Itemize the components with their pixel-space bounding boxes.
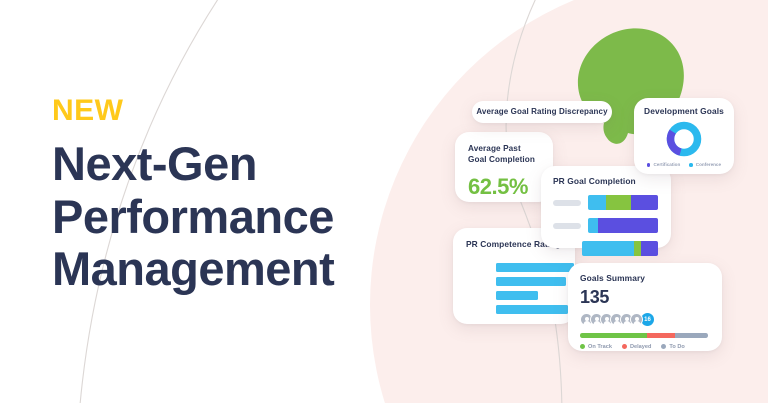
legend-label-to-do: To Do bbox=[669, 343, 685, 350]
stacked-bar-3 bbox=[582, 241, 658, 257]
hero-text-block: NEW Next-Gen Performance Management bbox=[52, 96, 452, 296]
card-title-goals-summary: Goals Summary bbox=[580, 273, 646, 283]
bar-chart-pr-competence bbox=[466, 263, 575, 315]
legend-label-delayed: Delayed bbox=[629, 343, 652, 350]
avatar bbox=[630, 313, 643, 327]
competence-bar-1 bbox=[496, 263, 574, 273]
competence-bar-4 bbox=[496, 305, 568, 315]
legend-dot-to-do bbox=[661, 344, 667, 350]
bar-segment-purple bbox=[597, 218, 658, 234]
bar-segment-cyan bbox=[588, 218, 598, 234]
card-title-average-past-line-1: Average Past bbox=[468, 144, 521, 153]
card-average-goal-rating-discrepancy[interactable]: Average Goal Rating Discrepancy bbox=[472, 101, 612, 123]
headline-line-1: Next-Gen bbox=[52, 137, 257, 190]
bar-segment-purple bbox=[631, 195, 658, 211]
legend-item-conference: Conference bbox=[689, 162, 721, 167]
metric-goals-count: 135 bbox=[580, 287, 610, 308]
donut-segment-certification bbox=[666, 122, 702, 157]
card-pr-goal-completion[interactable]: PR Goal Completion bbox=[541, 166, 671, 257]
legend-development-goals: Certification Conference bbox=[642, 162, 726, 167]
legend-label-conference: Conference bbox=[695, 162, 722, 168]
legend-item-delayed: Delayed bbox=[621, 343, 652, 350]
card-title-development-goals: Development Goals bbox=[644, 106, 724, 116]
headline-line-3: Management bbox=[52, 242, 335, 296]
legend-dot-delayed bbox=[621, 344, 627, 350]
card-title-average-past-line-2: Goal Completion bbox=[468, 155, 535, 165]
card-goals-summary[interactable]: Goals Summary 135 16 On Track Delayed bbox=[568, 263, 722, 351]
progress-segment-on-track bbox=[580, 333, 647, 338]
progress-segment-delayed bbox=[646, 333, 675, 338]
competence-bar-3 bbox=[496, 291, 538, 301]
stacked-bar-row-3 bbox=[553, 241, 671, 257]
card-title-pr-competence-ratings: PR Competence Ratings bbox=[466, 239, 566, 249]
new-badge: NEW bbox=[52, 94, 124, 127]
bar-segment-green bbox=[633, 241, 641, 257]
legend-dot-certification bbox=[646, 163, 651, 167]
card-title-discrepancy: Average Goal Rating Discrepancy bbox=[476, 106, 608, 116]
card-average-past-goal-completion[interactable]: Average Past Goal Completion 62.5% bbox=[455, 132, 553, 202]
legend-goals-summary: On Track Delayed To Do bbox=[580, 344, 722, 350]
stacked-bar-2 bbox=[588, 218, 658, 234]
stacked-bar-1 bbox=[588, 195, 658, 211]
avatar-group[interactable]: 16 bbox=[580, 312, 722, 328]
arc-line-left bbox=[79, 0, 219, 403]
bar-segment-cyan bbox=[588, 195, 607, 211]
legend-item-on-track: On Track bbox=[580, 344, 612, 350]
bar-label-placeholder-1 bbox=[553, 199, 581, 206]
donut-chart-development-goals bbox=[666, 122, 702, 157]
legend-label-on-track: On Track bbox=[588, 343, 612, 350]
legend-item-to-do: To Do bbox=[661, 343, 685, 350]
page-title: Next-Gen Performance Management bbox=[52, 137, 452, 296]
legend-dot-on-track bbox=[580, 344, 585, 350]
bar-label-placeholder-2 bbox=[553, 222, 581, 229]
bar-segment-purple bbox=[640, 241, 658, 257]
competence-bar-2 bbox=[496, 277, 566, 287]
legend-dot-conference bbox=[689, 163, 693, 167]
card-title-pr-goal-completion: PR Goal Completion bbox=[553, 176, 636, 186]
card-development-goals[interactable]: Development Goals Certification Conferen… bbox=[634, 98, 734, 174]
progress-segment-to-do bbox=[674, 333, 708, 338]
donut-chart-wrapper bbox=[642, 119, 726, 159]
bar-segment-cyan bbox=[582, 241, 634, 257]
headline-line-2: Performance bbox=[52, 189, 334, 243]
progress-bar-goals bbox=[580, 333, 708, 338]
legend-label-certification: Certification bbox=[653, 162, 681, 168]
metric-average-past-goal-completion: 62.5% bbox=[468, 174, 528, 200]
stacked-bar-row-2 bbox=[553, 218, 671, 234]
stacked-bar-row-1 bbox=[553, 195, 671, 211]
legend-item-certification: Certification bbox=[646, 162, 681, 168]
bar-segment-green bbox=[606, 195, 632, 211]
